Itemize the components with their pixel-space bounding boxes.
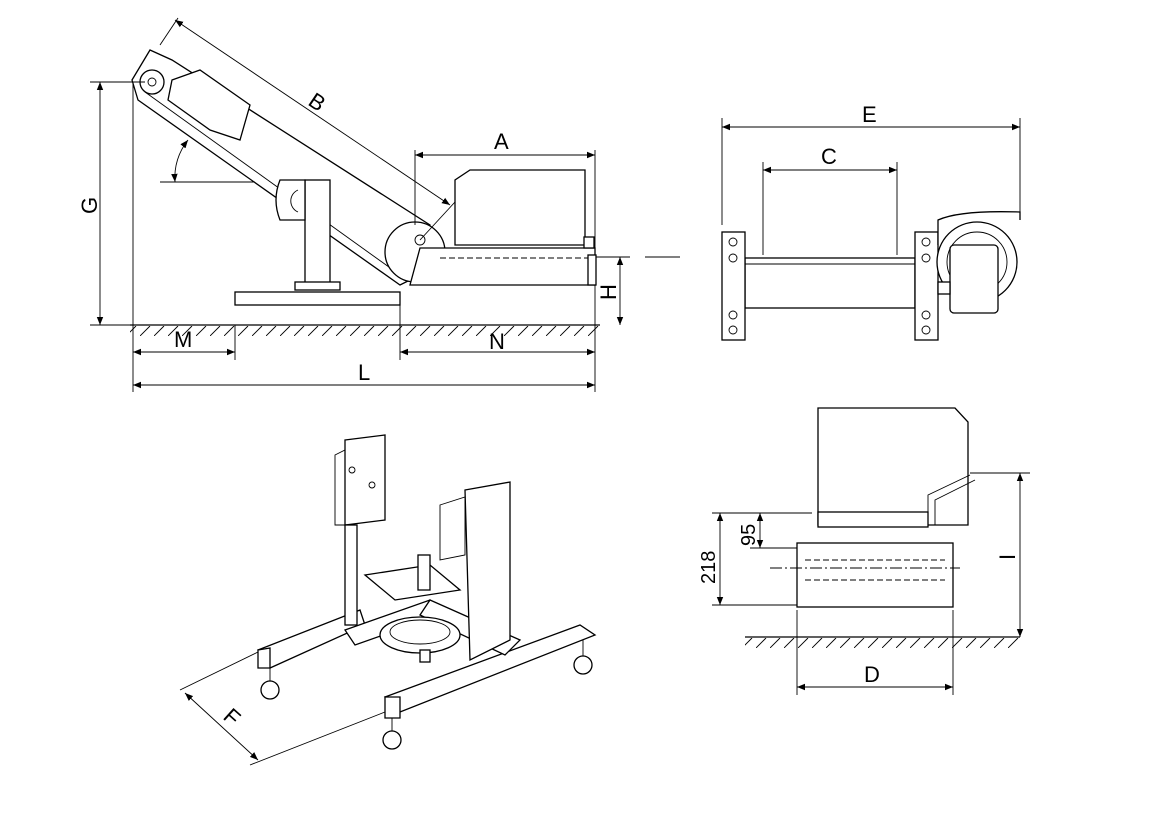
label-n: N (489, 329, 505, 354)
side-view: B A G H M N L (77, 17, 680, 392)
handwheel (379, 616, 461, 654)
angle-indicator (171, 139, 189, 183)
caster-wheel (573, 655, 593, 675)
label-218: 218 (698, 551, 720, 584)
dimension-f (184, 692, 259, 761)
end-view: I D 95 218 (698, 407, 1030, 695)
gearbox (949, 244, 999, 314)
label-m: M (174, 327, 192, 352)
caster-wheel (260, 680, 280, 700)
left-upright-plate (344, 434, 386, 526)
label-d: D (864, 662, 880, 687)
right-bearing-bracket (914, 231, 939, 341)
label-a: A (494, 129, 509, 154)
left-bearing-bracket (721, 231, 746, 341)
label-e: E (862, 102, 877, 127)
label-b: B (304, 88, 330, 117)
label-f: F (219, 703, 246, 731)
caster-wheel (382, 730, 402, 750)
crossbar (363, 564, 462, 601)
label-g: G (77, 197, 102, 214)
isometric-stand: F (179, 434, 597, 766)
roller-body (744, 257, 916, 309)
right-upright (464, 481, 511, 662)
label-i: I (995, 554, 1020, 560)
label-l: L (358, 360, 370, 385)
conveyor-boom (131, 49, 597, 286)
ground-hatch (745, 638, 1020, 648)
roller-housing (796, 542, 954, 608)
ground-hatch (130, 326, 600, 336)
label-c: C (821, 144, 837, 169)
hopper (817, 407, 969, 526)
label-95: 95 (738, 524, 760, 546)
dimension-b (174, 19, 451, 206)
label-h: H (596, 284, 621, 300)
top-view: E C (721, 102, 1021, 341)
